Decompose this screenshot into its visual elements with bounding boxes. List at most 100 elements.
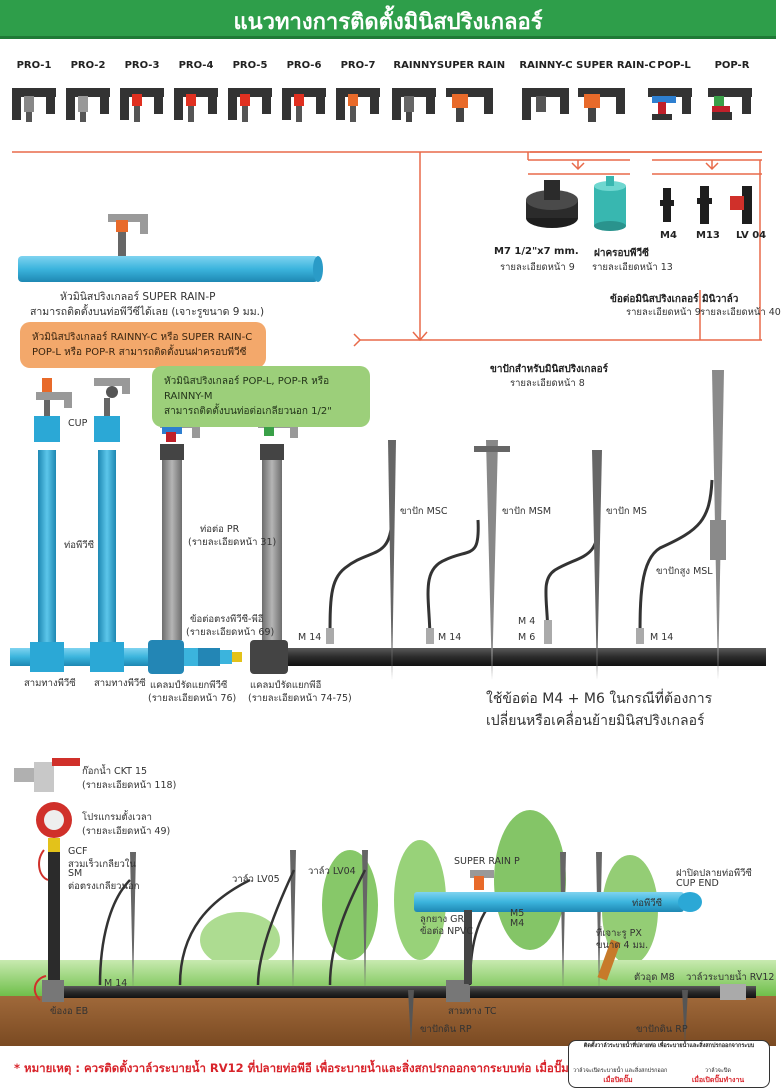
model-label: POP-R: [714, 60, 750, 71]
head-pop-r: [708, 88, 752, 120]
bottom-stakes: [130, 850, 688, 1044]
model-label: PRO-6: [286, 60, 322, 71]
m7-adapter-graphic: [526, 180, 578, 228]
connector-caption: ข้อต่อมินิสปริงเกลอร์: [610, 294, 699, 305]
rv12-label: วาล์วระบายน้ำ RV12: [686, 972, 775, 983]
lv04-label: วาล์ว LV04: [308, 866, 356, 877]
rubber-gr-label: ลูกยาง GR: [420, 914, 465, 925]
model-label: POP-L: [657, 60, 691, 71]
pvc-cap-name: ฝาครอบพีวีซี: [594, 248, 649, 259]
pvc-pipe-label: ท่อพีวีซี: [64, 540, 95, 551]
gcf-label: GCF: [68, 846, 88, 857]
m6-label: M 6: [518, 632, 536, 643]
super-rain-p-assembly: [18, 214, 323, 282]
head-pro-4: [174, 88, 218, 122]
cup-end-label: ฝาปิดปลายท่อพีวีซี: [676, 868, 752, 879]
lv05-label: วาล์ว LV05: [232, 874, 280, 885]
bottom-pvc-label: ท่อพีวีซี: [632, 898, 663, 909]
bubble-orange-line1: หัวมินิสปริงเกลอร์ RAINNY-C หรือ SUPER R…: [32, 332, 253, 343]
sm-label: SM: [68, 868, 83, 879]
pvc-clamp-and-connector: [148, 640, 242, 674]
pr-pipe-label: ท่อต่อ PR: [200, 524, 240, 535]
rp-label-1: ขาปักดิน RP: [420, 1024, 472, 1035]
pr-pipe-ref: (รายละเอียดหน้า 31): [188, 537, 277, 548]
head-pro-6: [282, 88, 326, 122]
faucet-ref: (รายละเอียดหน้า 118): [82, 780, 177, 791]
head-pro-3: [120, 88, 164, 122]
model-label: SUPER RAIN: [436, 60, 506, 71]
valve-ref: รายละเอียดหน้า 40: [700, 307, 781, 318]
bottom-pvc-pipe: [414, 870, 702, 984]
m7-name: M7 1/2"x7 mm.: [494, 246, 579, 257]
model-labels: PRO-1 PRO-2 PRO-3 PRO-4 PRO-5 PRO-6 PRO-…: [0, 60, 776, 74]
straight-label: ข้อต่อตรงพีวีซี-พีอี: [190, 614, 264, 625]
connector-m13: M13: [696, 230, 720, 241]
px-size: ขนาด 4 มม.: [596, 940, 649, 951]
faucet-label: ก๊อกน้ำ CKT 15: [82, 766, 148, 777]
faucet-timer-assembly: [14, 758, 80, 982]
model-label: PRO-3: [124, 60, 160, 71]
head-pro-7: [336, 88, 380, 122]
pvc-main-pipe: [10, 642, 152, 672]
stakes-title: ขาปักสำหรับมินิสปริงเกลอร์: [490, 364, 608, 375]
legend-right-caption: วาล์วจะปิด: [705, 1068, 731, 1074]
stakes-ref: รายละเอียดหน้า 8: [510, 378, 585, 389]
note-big-line1: ใช้ข้อต่อ M4 + M6 ในกรณีที่ต้องการ: [486, 691, 713, 707]
connector-m4: M4: [660, 230, 677, 241]
cup-assembly-right: [94, 378, 130, 644]
footer-note: * หมายเหตุ : ควรติดตั้งวาล์วระบายน้ำ RV1…: [14, 1061, 625, 1075]
legend-title: ติดตั้งวาล์วระบายน้ำที่ปลายท่อ เพื่อระบา…: [583, 1043, 755, 1049]
drain-valve-legend: ติดตั้งวาล์วระบายน้ำที่ปลายท่อ เพื่อระบา…: [568, 1040, 770, 1088]
px-label: ที่เจาะรู PX: [596, 928, 642, 939]
super-rain-p-line1: หัวมินิสปริงเกลอร์ SUPER RAIN-P: [60, 291, 216, 303]
head-rainny: [392, 88, 436, 122]
cup-assembly-left: [34, 378, 72, 644]
stake-bodies: [388, 370, 726, 680]
note-big-line2: เปลี่ยนหรือเคลื่อนย้ายมินิสปริงเกลอร์: [486, 713, 705, 729]
straight-ref: (รายละเอียดหน้า 69): [186, 627, 275, 638]
tee1-label: สามทางพีวีซี: [24, 678, 76, 689]
msm-label: ขาปัก MSM: [502, 506, 552, 517]
cup-end-en: CUP END: [676, 878, 719, 889]
m8-label: ตัวอุด M8: [634, 972, 675, 983]
page-title: แนวทางการติดตั้งมินิสปริงเกลอร์: [233, 10, 543, 35]
m4-bottom-label: M4: [510, 918, 525, 929]
rp-label-2: ขาปักดิน RP: [636, 1024, 688, 1035]
tee2-label: สามทางพีวีซี: [94, 678, 146, 689]
head-pop-l: [648, 88, 692, 120]
model-label: SUPER RAIN-C: [576, 60, 656, 71]
pr-pipe-1: [160, 420, 200, 640]
bubble-green-line2: สามารถติดตั้งบนท่อต่อเกลียวนอก 1/2": [164, 406, 332, 417]
pe-fittings: [326, 620, 644, 644]
super-rain-p-bottom: SUPER RAIN P: [454, 856, 520, 867]
model-label: PRO-5: [232, 60, 268, 71]
head-pro-2: [66, 88, 110, 122]
sm-desc: ต่อตรงเกลียวนอก: [68, 881, 140, 892]
bubble-orange: หัวมินิสปริงเกลอร์ RAINNY-C หรือ SUPER R…: [20, 322, 266, 368]
cup-label: CUP: [68, 418, 88, 429]
m14-label-b: M 14: [438, 632, 462, 643]
m7-ref: รายละเอียดหน้า 9: [500, 262, 575, 273]
clamp-pvc-label: แคลมป์รัดแยกพีวีซี: [150, 680, 228, 691]
sprinkler-heads-row: [12, 88, 752, 122]
bubble-orange-line2: POP-L หรือ POP-R สามารถติดตั้งบนฝาครอบพี…: [32, 347, 247, 358]
bubble-green: หัวมินิสปริงเกลอร์ POP-L, POP-R หรือ RAI…: [152, 366, 370, 427]
bottom-pe-pipe: [42, 980, 756, 1002]
msc-label: ขาปัก MSC: [400, 506, 448, 517]
pr-pipe-2: [258, 420, 298, 640]
msl-label: ขาปักสูง MSL: [656, 566, 713, 577]
px-tool-graphic: [597, 939, 621, 981]
stakes: [328, 479, 714, 641]
pvc-cap-ref: รายละเอียดหน้า 13: [592, 262, 673, 273]
clamp-pe-label: แคลมป์รัดแยกพีอี: [250, 680, 322, 691]
timer-ref: (รายละเอียดหน้า 49): [82, 826, 171, 837]
model-label: PRO-7: [340, 60, 376, 71]
tc-label: สามทาง TC: [448, 1006, 497, 1017]
head-super-rain: [446, 88, 493, 122]
super-rain-p-line2: สามารถติดตั้งบนท่อพีวีซีได้เลย (เจาะรูขน…: [30, 306, 265, 318]
connector-lv04: LV 04: [736, 230, 767, 241]
head-pro-5: [228, 88, 272, 122]
model-label: RAINNY-C: [519, 60, 573, 71]
m4-label: M 4: [518, 616, 536, 627]
